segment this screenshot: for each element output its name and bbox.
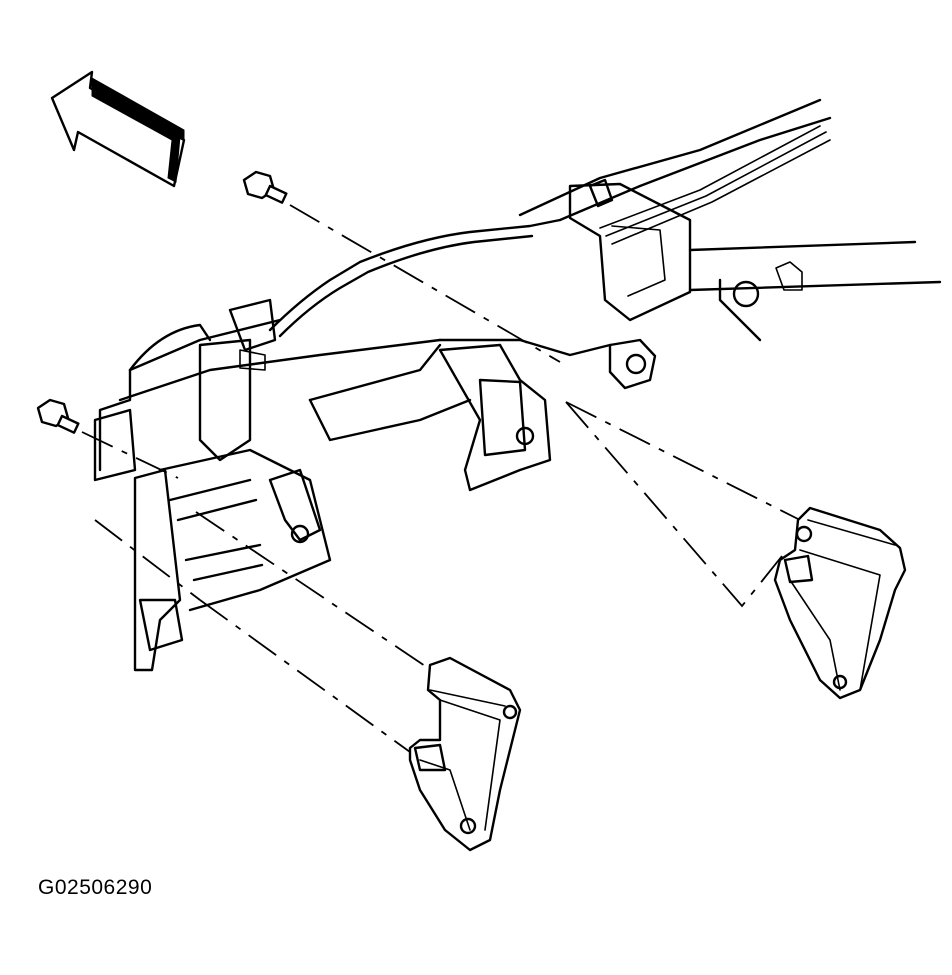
right-support-bracket xyxy=(773,506,907,700)
upper-bolt xyxy=(242,170,288,204)
left-support-bracket xyxy=(408,656,522,852)
leader-lines xyxy=(81,204,801,753)
lower-bolt xyxy=(36,398,80,434)
figure-id-label: G02506290 xyxy=(38,876,153,899)
front-direction-arrow-icon xyxy=(50,70,186,188)
cross-car-beam xyxy=(93,98,942,672)
